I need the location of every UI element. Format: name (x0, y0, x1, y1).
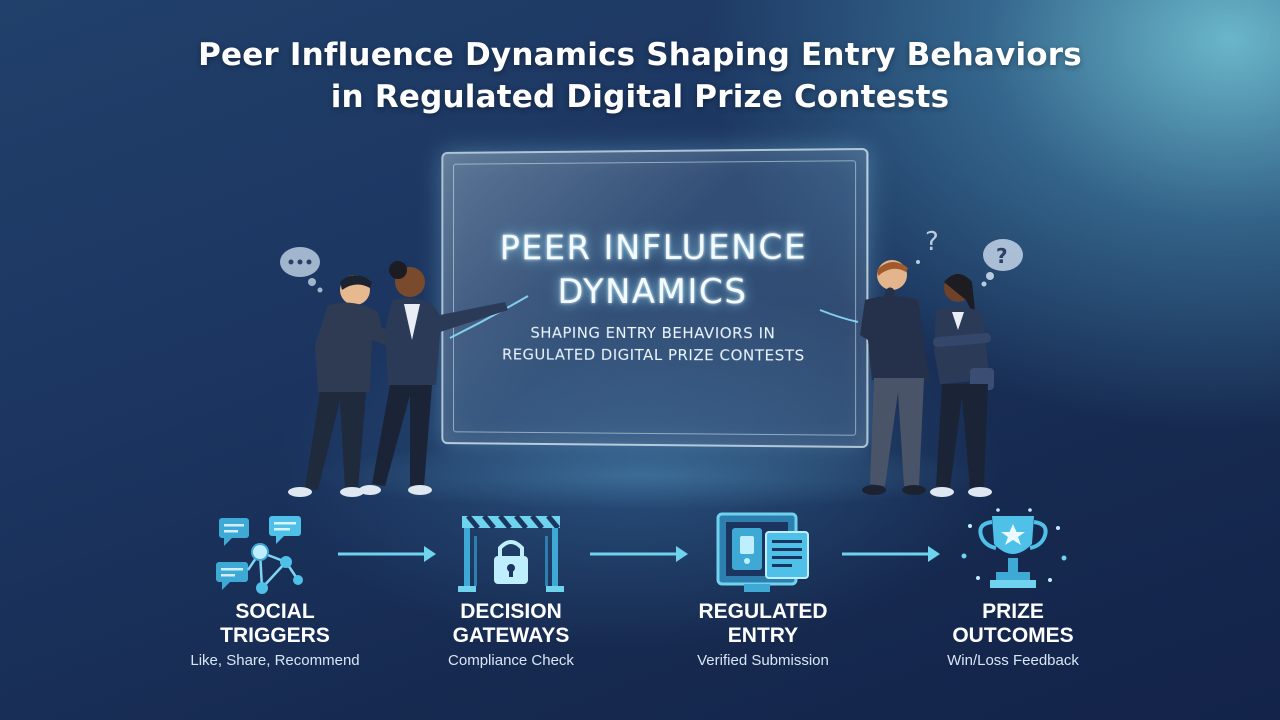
stage-label: DECISION GATEWAYS (396, 600, 626, 648)
title-line-2: in Regulated Digital Prize Contests (330, 79, 950, 115)
stage-description: Compliance Check (448, 652, 574, 669)
social-network-chat-icon (216, 516, 303, 594)
stage-label: REGULATED ENTRY (648, 600, 878, 648)
stage-description: Like, Share, Recommend (190, 652, 360, 669)
trophy-star-icon (961, 508, 1067, 588)
title-line-1: Peer Influence Dynamics Shaping Entry Be… (198, 37, 1082, 73)
svg-text:?: ? (925, 227, 939, 257)
pointing-glow-right (819, 309, 859, 323)
stage-label-line-1: DECISION (460, 600, 562, 623)
process-flow: SOCIAL TRIGGERS Like, Share, Recommend D… (160, 500, 1120, 690)
pointing-glow-left (449, 295, 529, 339)
person-arms-crossed (930, 274, 994, 497)
stage-label-line-1: SOCIAL (235, 600, 315, 623)
flow-arrow-icon (338, 546, 436, 562)
gate-lock-icon (458, 514, 564, 592)
stage-label: SOCIAL TRIGGERS (160, 600, 390, 648)
stage-label: PRIZE OUTCOMES (898, 600, 1128, 648)
stage-label-line-1: REGULATED (698, 600, 828, 623)
speech-bubble-icon (280, 247, 323, 293)
person-hoodie-pointing (288, 275, 400, 497)
secure-device-form-icon (716, 512, 809, 592)
stage-label-line-2: OUTCOMES (952, 624, 1074, 647)
question-bubble-icon: ? (981, 239, 1023, 287)
flow-arrow-icon (842, 546, 940, 562)
person-thinking (860, 260, 930, 495)
stage-label-line-1: PRIZE (982, 600, 1044, 623)
diagram-title: Peer Influence Dynamics Shaping Entry Be… (0, 34, 1280, 118)
stage-label-line-2: ENTRY (727, 624, 799, 647)
stage-description: Verified Submission (697, 652, 829, 669)
stage-label-line-2: GATEWAYS (452, 624, 570, 647)
question-mark-icon: ? (916, 227, 939, 264)
person-blazer-pointing (359, 261, 508, 495)
flow-arrow-icon (590, 546, 688, 562)
stage-description: Win/Loss Feedback (947, 652, 1079, 669)
svg-text:?: ? (996, 244, 1008, 268)
stage-label-line-2: TRIGGERS (220, 624, 330, 647)
